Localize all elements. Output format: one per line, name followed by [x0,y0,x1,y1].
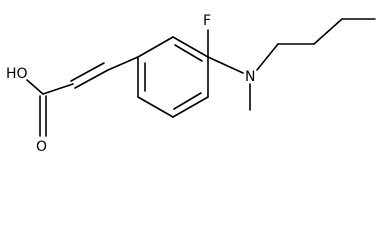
bond-ring-n [207,56,244,74]
bond-butyl-c2-c3 [313,18,343,45]
ring-bond-c1-c2 [172,36,209,58]
structure-canvas: F N HO O [6,13,376,155]
hydroxyl-label: HO [6,66,28,82]
ring-bond-c3-c4 [172,96,209,118]
ring-double-bond-inner-2 [173,92,202,110]
vinyl-double-bond-outer [74,69,109,89]
chemical-structure-figure: F N HO O [6,13,376,155]
nitrogen-label: N [245,69,255,85]
carbonyl-oxygen-label: O [36,139,47,155]
bond-carboxyl-hydroxyl [26,79,44,95]
bond-vinyl-carboxyl [42,83,74,95]
ring-bond-c6-c1 [137,36,174,58]
benzene-ring [137,36,209,118]
bond-ring-vinyl [107,56,139,71]
fluorine-substituent: F [203,13,211,58]
ring-double-bond-inner-1 [174,44,203,62]
acrylic-acid-chain: HO O [6,56,139,155]
vinyl-double-bond-inner [70,62,105,82]
amino-group: N [207,18,376,111]
fluorine-label: F [203,13,211,29]
bond-n-butyl-c1 [256,43,279,71]
ring-bond-c4-c5 [137,96,174,118]
